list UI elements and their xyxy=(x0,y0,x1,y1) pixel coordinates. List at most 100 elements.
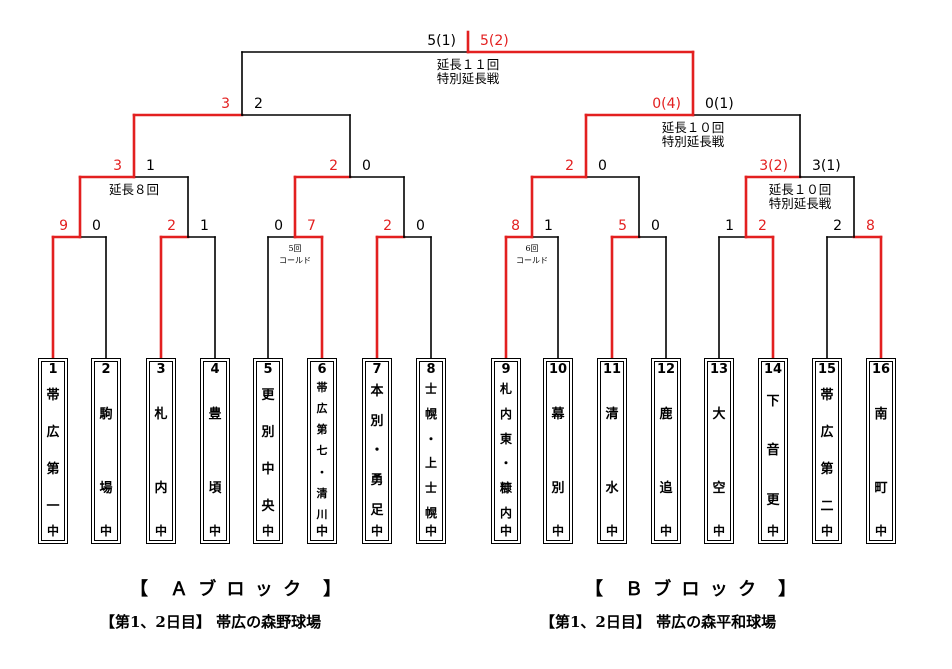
team-name-char: 第 xyxy=(316,423,328,437)
team-name-char: 追 xyxy=(659,480,673,496)
team-name-char: 士 xyxy=(424,480,437,495)
score-right: 1 xyxy=(544,218,553,234)
score-right: 3(1) xyxy=(812,158,841,174)
score-left: 2 xyxy=(329,158,338,174)
team-name-char: 帯 xyxy=(46,388,60,403)
team-box: 14 下音更中 xyxy=(758,358,788,544)
team-name-char: 七 xyxy=(316,444,328,458)
team-name-char: 下 xyxy=(766,394,780,410)
team-name-char: 水 xyxy=(605,480,619,496)
team-number: 6 xyxy=(317,362,327,377)
score-left: 3 xyxy=(221,96,230,112)
score-left: 2 xyxy=(167,218,176,234)
team-suffix: 中 xyxy=(499,524,512,538)
team-name-char: 頃 xyxy=(208,480,222,496)
score-left: 2 xyxy=(565,158,574,174)
team-name-char: 更 xyxy=(261,388,275,403)
team-number: 9 xyxy=(501,362,511,377)
team-number: 12 xyxy=(656,362,676,377)
team-name-char: 央 xyxy=(261,499,275,514)
team-name-char: 広 xyxy=(316,402,328,416)
team-name-char: 更 xyxy=(766,492,780,508)
team-name-char: 本 xyxy=(370,384,384,400)
match-note: 特別延長戦 xyxy=(662,134,725,149)
team-suffix: 中 xyxy=(261,524,274,538)
team-name-char: 中 xyxy=(261,462,275,477)
match-note: 特別延長戦 xyxy=(437,71,500,86)
team-name-char: 町 xyxy=(874,480,888,496)
match-note: 延長１０回 xyxy=(769,182,832,197)
team-name-char: 幕 xyxy=(551,406,565,422)
score-right: 0 xyxy=(362,158,371,174)
team-name-char: 別 xyxy=(551,480,565,496)
team-name-char: 帯 xyxy=(820,388,834,403)
match-note: 延長１０回 xyxy=(662,120,725,135)
team-name-char: 内 xyxy=(499,406,512,421)
team-name-char: 糠 xyxy=(499,480,512,495)
team-name-char: 幌 xyxy=(424,406,437,421)
team-name-char: 場 xyxy=(99,480,113,496)
score-left: 1 xyxy=(725,218,734,234)
team-name-char: ・ xyxy=(370,443,384,459)
team-name-char: 幌 xyxy=(424,505,437,520)
team-suffix: 中 xyxy=(820,524,833,538)
team-name-char: 一 xyxy=(46,499,60,514)
team-number: 3 xyxy=(156,362,166,377)
score-left: 5 xyxy=(618,218,627,234)
score-left: 2 xyxy=(383,218,392,234)
score-right: 0(1) xyxy=(705,96,734,112)
team-name-char: 札 xyxy=(499,382,512,397)
team-suffix: 中 xyxy=(551,524,564,538)
score-right: 1 xyxy=(200,218,209,234)
team-suffix: 中 xyxy=(766,524,779,538)
team-number: 14 xyxy=(763,362,783,377)
team-name-char: ・ xyxy=(316,465,328,479)
team-name-char: ・ xyxy=(424,431,437,446)
score-left: 9 xyxy=(59,218,68,234)
block-b-title: 【 Ｂ ブ ロ ッ ク 】 xyxy=(585,579,799,600)
team-name-char: 大 xyxy=(712,406,726,422)
team-name-char: 川 xyxy=(316,507,328,521)
team-number: 1 xyxy=(48,362,58,377)
team-suffix: 中 xyxy=(208,524,221,538)
team-suffix: 中 xyxy=(874,524,887,538)
team-name-char: 内 xyxy=(154,480,168,496)
team-name-char: ・ xyxy=(499,456,512,471)
match-note: 延長８回 xyxy=(109,182,159,197)
team-name-char: 豊 xyxy=(208,406,222,422)
team-number: 2 xyxy=(101,362,111,377)
score-left: 8 xyxy=(511,218,520,234)
team-number: 11 xyxy=(602,362,622,377)
score-right: 0 xyxy=(651,218,660,234)
team-suffix: 中 xyxy=(424,524,437,538)
block-a-title: 【 Ａ ブ ロ ッ ク 】 xyxy=(130,579,344,600)
team-suffix: 中 xyxy=(99,524,112,538)
team-name-char: 清 xyxy=(316,486,328,500)
team-name-char: 東 xyxy=(499,431,512,446)
team-name-char: 札 xyxy=(154,406,168,422)
team-name-char: 勇 xyxy=(370,473,384,489)
team-name-char: 鹿 xyxy=(659,406,673,422)
match-note: コールド xyxy=(279,256,311,265)
team-name-char: 足 xyxy=(370,502,384,518)
team-name-char: 音 xyxy=(766,443,780,459)
score-left: 5(1) xyxy=(427,33,456,49)
score-left: 0 xyxy=(274,218,283,234)
team-number: 16 xyxy=(871,362,891,377)
score-left: 0(4) xyxy=(652,96,681,112)
team-number: 15 xyxy=(817,362,837,377)
team-name-char: 空 xyxy=(712,480,726,496)
team-number: 8 xyxy=(426,362,436,377)
match-note: 6回 xyxy=(525,244,538,253)
